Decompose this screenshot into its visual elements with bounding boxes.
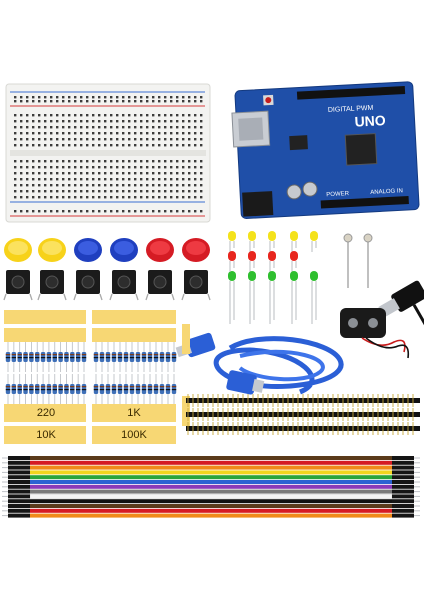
led: [228, 271, 236, 324]
dc-jack: [242, 191, 274, 217]
breadboard: [5, 83, 211, 223]
jumper-wires: [2, 456, 420, 518]
led: [268, 271, 276, 324]
board-power-text: POWER: [326, 191, 350, 198]
button-caps: [4, 238, 210, 262]
arduino-uno-board: DIGITAL PWM UNO POWER ANALOG IN: [231, 81, 420, 219]
board-model-text: UNO: [354, 112, 386, 130]
led: [228, 231, 236, 252]
led: [268, 251, 276, 272]
tactile-switch: [109, 270, 139, 301]
resistor-label-1k: 1K: [127, 407, 141, 419]
battery-clip: [340, 308, 410, 359]
led: [248, 251, 256, 272]
pin-headers: [186, 394, 420, 435]
led: [310, 271, 318, 324]
led: [228, 251, 236, 272]
led: [290, 251, 298, 272]
leds: [228, 231, 318, 324]
led: [248, 231, 256, 252]
digital-header: [296, 86, 406, 100]
photoresistors: [343, 233, 373, 288]
usb-cable: [175, 332, 344, 395]
tactile-switch: [181, 270, 211, 301]
led: [268, 231, 276, 252]
led: [290, 271, 298, 324]
resistor-label-220: 220: [37, 407, 55, 419]
resistor-strips: [4, 310, 190, 444]
tactile-switch: [37, 270, 67, 301]
tactile-switch: [145, 270, 175, 301]
board-analog-text: ANALOG IN: [370, 188, 403, 196]
led: [248, 271, 256, 324]
tactile-switch: [3, 270, 33, 301]
usb-b-plug: [226, 370, 257, 395]
resistor-label-100k: 100K: [121, 429, 147, 441]
resistor-label-10k: 10K: [36, 429, 56, 441]
board-brand-text: DIGITAL PWM: [328, 105, 374, 114]
tactile-switches: [3, 270, 211, 301]
led: [290, 231, 298, 252]
microcontroller-chip: [344, 133, 378, 166]
analog-header: [320, 195, 409, 209]
usb-a-plug: [184, 332, 216, 358]
tactile-switch: [73, 270, 103, 301]
led: [310, 231, 318, 252]
